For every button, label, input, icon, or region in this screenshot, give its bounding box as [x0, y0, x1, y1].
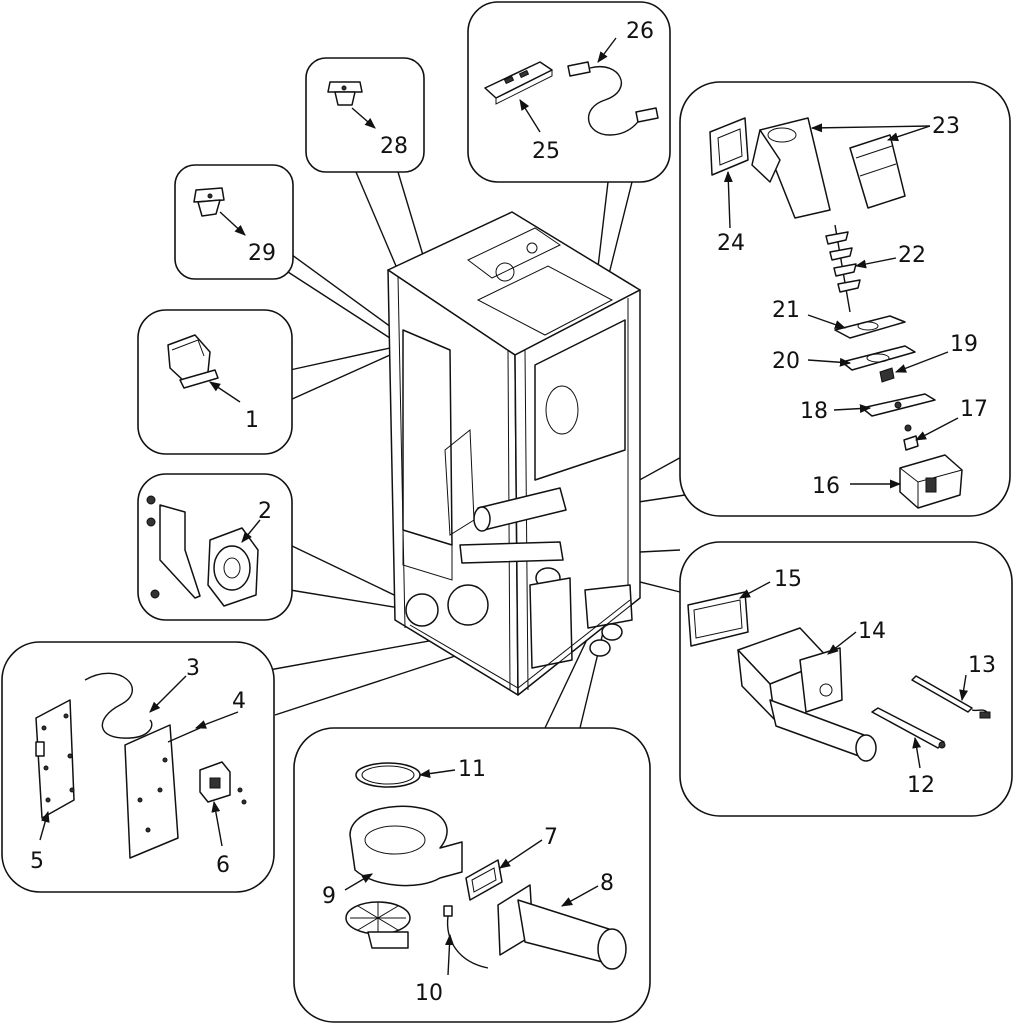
cable-3	[84, 672, 153, 739]
part-number-3: 3	[186, 656, 200, 681]
part-number-26: 26	[626, 19, 654, 44]
part-number-15: 15	[774, 567, 802, 592]
part-number-5: 5	[30, 849, 44, 874]
pin-17	[903, 424, 919, 451]
pcb-5	[35, 699, 75, 819]
part-number-8: 8	[600, 871, 614, 896]
part-number-18: 18	[800, 399, 828, 424]
callout-box-1	[137, 309, 293, 455]
pump-2	[146, 495, 259, 607]
part-number-19: 19	[950, 332, 978, 357]
cover-23b	[849, 134, 906, 209]
part-number-1: 1	[245, 408, 259, 433]
part-number-13: 13	[968, 653, 996, 678]
part-number-7: 7	[544, 825, 558, 850]
part-number-12: 12	[907, 773, 935, 798]
control-panel-25	[484, 61, 553, 105]
part-number-25: 25	[532, 139, 560, 164]
part-number-29: 29	[248, 241, 276, 266]
thermostat-29	[193, 187, 225, 217]
cable-26	[567, 61, 659, 136]
auger-housing-23a	[751, 117, 831, 219]
part-number-21: 21	[772, 298, 800, 323]
fan-housing-9	[345, 805, 463, 949]
mounting-plate	[124, 724, 179, 859]
part-number-2: 2	[258, 499, 272, 524]
part-number-9: 9	[322, 884, 336, 909]
part-number-24: 24	[717, 231, 745, 256]
gasket-7	[465, 859, 503, 901]
part-number-28: 28	[380, 134, 408, 159]
heating-element-13	[911, 675, 991, 719]
part-number-22: 22	[898, 243, 926, 268]
thermostat-28	[327, 81, 363, 106]
callout-box-25-26	[467, 1, 671, 183]
part-number-4: 4	[232, 689, 246, 714]
bushing-19	[879, 367, 895, 383]
plate-18	[861, 393, 936, 417]
part-number-6: 6	[216, 853, 230, 878]
motor-16	[899, 454, 963, 509]
part-number-11: 11	[458, 757, 486, 782]
gasket-ring-11	[355, 762, 421, 788]
part-number-17: 17	[960, 397, 988, 422]
igniter-12	[871, 707, 946, 749]
combustion-chamber-14	[737, 627, 877, 762]
auger-screw-22	[825, 224, 861, 313]
part-number-16: 16	[812, 474, 840, 499]
sensor-10	[443, 905, 489, 969]
clamp-1	[167, 334, 219, 389]
part-number-20: 20	[772, 349, 800, 374]
callout-box-16-24	[679, 81, 1011, 517]
gasket-15	[687, 591, 749, 647]
part-number-14: 14	[858, 619, 886, 644]
part-number-10: 10	[415, 981, 443, 1006]
part-number-23: 23	[932, 114, 960, 139]
switch-6	[199, 761, 247, 805]
gasket-21	[834, 315, 906, 339]
pipe-8	[497, 884, 627, 970]
plate-20	[841, 345, 916, 371]
main-cabinet	[387, 211, 641, 696]
callout-box-12-15	[679, 541, 1013, 817]
probe-4	[167, 727, 201, 743]
gasket-24	[709, 117, 749, 176]
